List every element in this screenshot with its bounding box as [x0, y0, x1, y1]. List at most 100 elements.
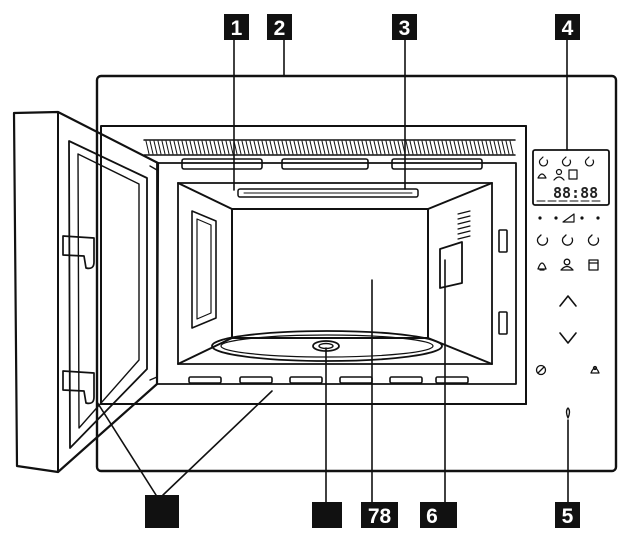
callout-4: 4 — [555, 14, 580, 40]
vent-hatch-line — [169, 140, 174, 155]
vent-hatch-line — [501, 140, 506, 155]
vent-hatch-line — [241, 140, 246, 155]
vent-hatch-line — [281, 140, 286, 155]
bell-icon[interactable] — [537, 262, 547, 271]
stop-button[interactable] — [535, 364, 547, 376]
chevron-down-icon[interactable] — [559, 332, 577, 344]
power-level-1-icon[interactable] — [536, 234, 549, 246]
vent-hatch-line — [413, 140, 418, 155]
vent-hatch-line — [361, 140, 366, 155]
power-level-2-icon[interactable] — [561, 234, 574, 246]
vent-hatch-line — [417, 140, 422, 155]
vent-hatch-line — [377, 140, 382, 155]
door-hook-lower — [62, 370, 95, 405]
door — [12, 110, 160, 474]
vent-hatch-line — [389, 140, 394, 155]
vent-hatch-line — [301, 140, 306, 155]
vent-hatch-line — [309, 140, 314, 155]
vent-hatch-line — [253, 140, 258, 155]
control-panel: 88:88 — [532, 149, 610, 419]
vent-hatch-line — [453, 140, 458, 155]
vent-hatch-line — [481, 140, 486, 155]
vent-hatch-line — [145, 140, 150, 155]
vent-hatch-line — [229, 140, 234, 155]
vent-hatch-line — [497, 140, 502, 155]
vent-hatch-line — [385, 140, 390, 155]
calendar-icon[interactable] — [588, 259, 599, 271]
bottom-vent-slots — [188, 376, 469, 384]
vent-hatch-line — [405, 140, 410, 155]
vent-hatch-line — [225, 140, 230, 155]
callout-78: 78 — [361, 502, 398, 528]
vent-hatch-line — [421, 140, 426, 155]
vent-hatch-line — [213, 140, 218, 155]
vent-hatch-line — [489, 140, 494, 155]
vent-hatch-line — [349, 140, 354, 155]
vent-hatch-line — [209, 140, 214, 155]
svg-text:6: 6 — [426, 505, 438, 528]
door-outer — [12, 110, 160, 474]
vent-hatch-line — [485, 140, 490, 155]
cavity-back-wall — [231, 208, 429, 339]
vent-hatch-line — [333, 140, 338, 155]
vent-hatch-line — [369, 140, 374, 155]
power-level-3-icon[interactable] — [587, 234, 600, 246]
vent-hatch-line — [289, 140, 294, 155]
vent-hatch-line — [353, 140, 358, 155]
vent-hatch-line — [297, 140, 302, 155]
turntable — [211, 330, 443, 362]
vent-hatch-line — [457, 140, 462, 155]
lcd-readout: 88:88 — [553, 184, 598, 202]
vent-hatch-line — [461, 140, 466, 155]
vent-hatch-line — [261, 140, 266, 155]
vent-hatch-line — [357, 140, 362, 155]
leader-door-a — [96, 401, 157, 496]
vent-hatch-line — [285, 140, 290, 155]
vent-hatch-line — [341, 140, 346, 155]
microwave-cabinet — [95, 74, 618, 473]
vent-hatch-line — [381, 140, 386, 155]
vent-hatch-line — [269, 140, 274, 155]
waveguide-cover — [439, 241, 463, 289]
door-window-outer — [68, 140, 148, 449]
indicator-dots — [538, 216, 600, 220]
chevron-up-icon[interactable] — [559, 295, 577, 307]
vent-hatch-line — [197, 140, 202, 155]
vent-hatch-line — [157, 140, 162, 155]
outer-frame — [95, 74, 618, 473]
user-icon[interactable] — [563, 258, 571, 266]
vent-hatch-line — [493, 140, 498, 155]
callout-5: 5 — [555, 502, 580, 528]
vent-hatch-line — [505, 140, 510, 155]
callout-2: 2 — [267, 14, 292, 40]
vent-hatch-line — [449, 140, 454, 155]
vent-hatch-line — [365, 140, 370, 155]
oven-cavity — [156, 162, 517, 385]
vent-hatch-line — [313, 140, 318, 155]
vent-hatch-line — [273, 140, 278, 155]
svg-text:4: 4 — [562, 17, 574, 40]
vent-hatch-line — [173, 140, 178, 155]
lcd-icons-row-mid — [537, 168, 578, 181]
vent-hatch-line — [189, 140, 194, 155]
vent-hatch-line — [425, 140, 430, 155]
timer-icons-row — [536, 234, 600, 246]
lcd-display — [532, 149, 610, 206]
callout-turntable — [312, 502, 342, 528]
vent-hatch-line — [373, 140, 378, 155]
weight-icon — [562, 213, 575, 223]
callout-labels: 1 2 3 4 5 6 78 — [145, 14, 580, 528]
vent-hatch-line — [393, 140, 398, 155]
vent-hatch-line — [185, 140, 190, 155]
vent-hatch-line — [265, 140, 270, 155]
svg-text:3: 3 — [399, 17, 411, 40]
vent-hatch-line — [277, 140, 282, 155]
vent-hatch-line — [205, 140, 210, 155]
grill-element — [237, 188, 419, 198]
vent-hatch-line — [429, 140, 434, 155]
vent-hatch-line — [193, 140, 198, 155]
start-button[interactable] — [590, 365, 600, 374]
door-window-inner — [77, 153, 140, 429]
power-sensor-icon[interactable] — [565, 407, 571, 419]
